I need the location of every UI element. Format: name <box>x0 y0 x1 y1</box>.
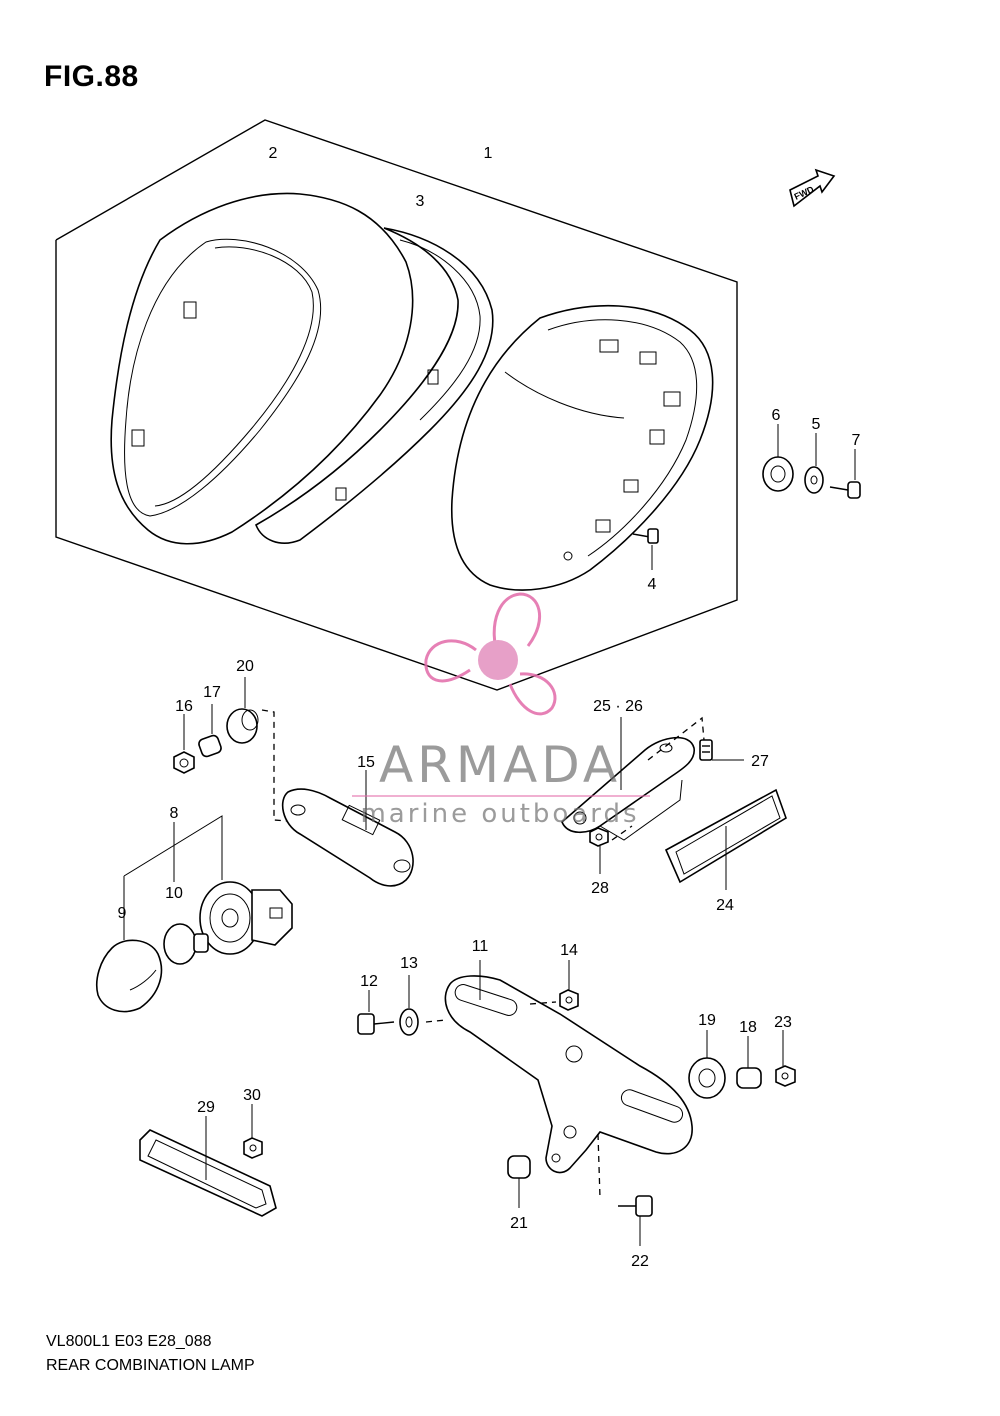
callout-11: 11 <box>472 938 489 955</box>
fwd-direction-icon: FWD <box>789 168 836 208</box>
callout-30: 30 <box>243 1087 261 1104</box>
callout-2: 2 <box>269 145 278 162</box>
part-nut-28 <box>589 827 609 874</box>
part-bolt-12 <box>357 990 395 1035</box>
callout-27: 27 <box>751 753 769 770</box>
part-nut-30 <box>243 1104 263 1159</box>
part-bracket-15 <box>281 770 414 887</box>
figure-title: FIG.88 <box>44 60 139 93</box>
part-socket-8 <box>199 881 293 955</box>
part-lens <box>110 192 414 545</box>
callout-17: 17 <box>203 684 221 701</box>
propeller-logo-icon <box>424 592 557 716</box>
part-grommet-20 <box>226 677 259 744</box>
part-screw-4 <box>632 528 659 570</box>
callout-25-26: 25 · 26 <box>593 698 643 715</box>
callout-10: 10 <box>165 885 183 902</box>
part-spacer-18 <box>736 1036 762 1089</box>
part-grommet-19 <box>688 1030 726 1099</box>
part-washer-13 <box>399 975 419 1036</box>
watermark-brand: ARMADA <box>379 736 621 794</box>
part-lamp-housing <box>450 304 714 591</box>
part-washer-5 <box>804 433 824 494</box>
callout-12: 12 <box>360 973 378 990</box>
callout-8: 8 <box>170 805 179 822</box>
footer-code: VL800L1 E03 E28_088 <box>46 1333 212 1350</box>
part-nut-23 <box>775 1030 796 1087</box>
watermark-tagline: marine outboards <box>360 799 639 829</box>
callout-22: 22 <box>631 1253 649 1270</box>
part-nut-16 <box>173 714 195 774</box>
callout-5: 5 <box>812 416 821 433</box>
callout-14: 14 <box>560 942 578 959</box>
callout-23: 23 <box>774 1014 792 1031</box>
part-grommet-6 <box>762 424 794 492</box>
footer: VL800L1 E03 E28_088 REAR COMBINATION LAM… <box>46 1330 255 1378</box>
part-screw-27 <box>699 739 744 761</box>
callout-labels: 1 2 3 4 5 6 7 8 9 10 11 12 13 14 15 16 1… <box>118 145 861 1270</box>
part-grommet-21 <box>507 1155 531 1208</box>
lamp-assembly-frame <box>55 119 738 691</box>
callout-28: 28 <box>591 880 609 897</box>
part-bracket-25-26 <box>561 717 695 841</box>
callout-6: 6 <box>772 407 781 424</box>
callout-24: 24 <box>716 897 734 914</box>
callout-13: 13 <box>400 955 418 972</box>
part-nut-14 <box>559 960 579 1011</box>
footer-description: REAR COMBINATION LAMP <box>46 1357 255 1374</box>
callout-29: 29 <box>197 1099 215 1116</box>
callout-4: 4 <box>648 576 657 593</box>
part-reflector-29 <box>139 1116 277 1217</box>
part-screw-7 <box>829 449 861 499</box>
callout-9: 9 <box>118 905 127 922</box>
part-reflector-24 <box>664 788 787 890</box>
callout-1: 1 <box>484 145 493 162</box>
callout-21: 21 <box>510 1215 528 1232</box>
part-spacer-17 <box>198 704 222 758</box>
callout-16: 16 <box>175 698 193 715</box>
callout-19: 19 <box>698 1012 716 1029</box>
part-bulb-10 <box>163 923 209 965</box>
callout-15: 15 <box>357 754 375 771</box>
part-bracket-11 <box>444 960 693 1174</box>
callout-18: 18 <box>739 1019 757 1036</box>
callout-3: 3 <box>416 193 425 210</box>
part-gasket <box>254 227 494 544</box>
watermark: ARMADA marine outboards <box>352 592 650 829</box>
part-lens-9 <box>96 939 163 1013</box>
part-bolt-22 <box>618 1195 653 1246</box>
callout-20: 20 <box>236 658 254 675</box>
callout-7: 7 <box>852 432 861 449</box>
